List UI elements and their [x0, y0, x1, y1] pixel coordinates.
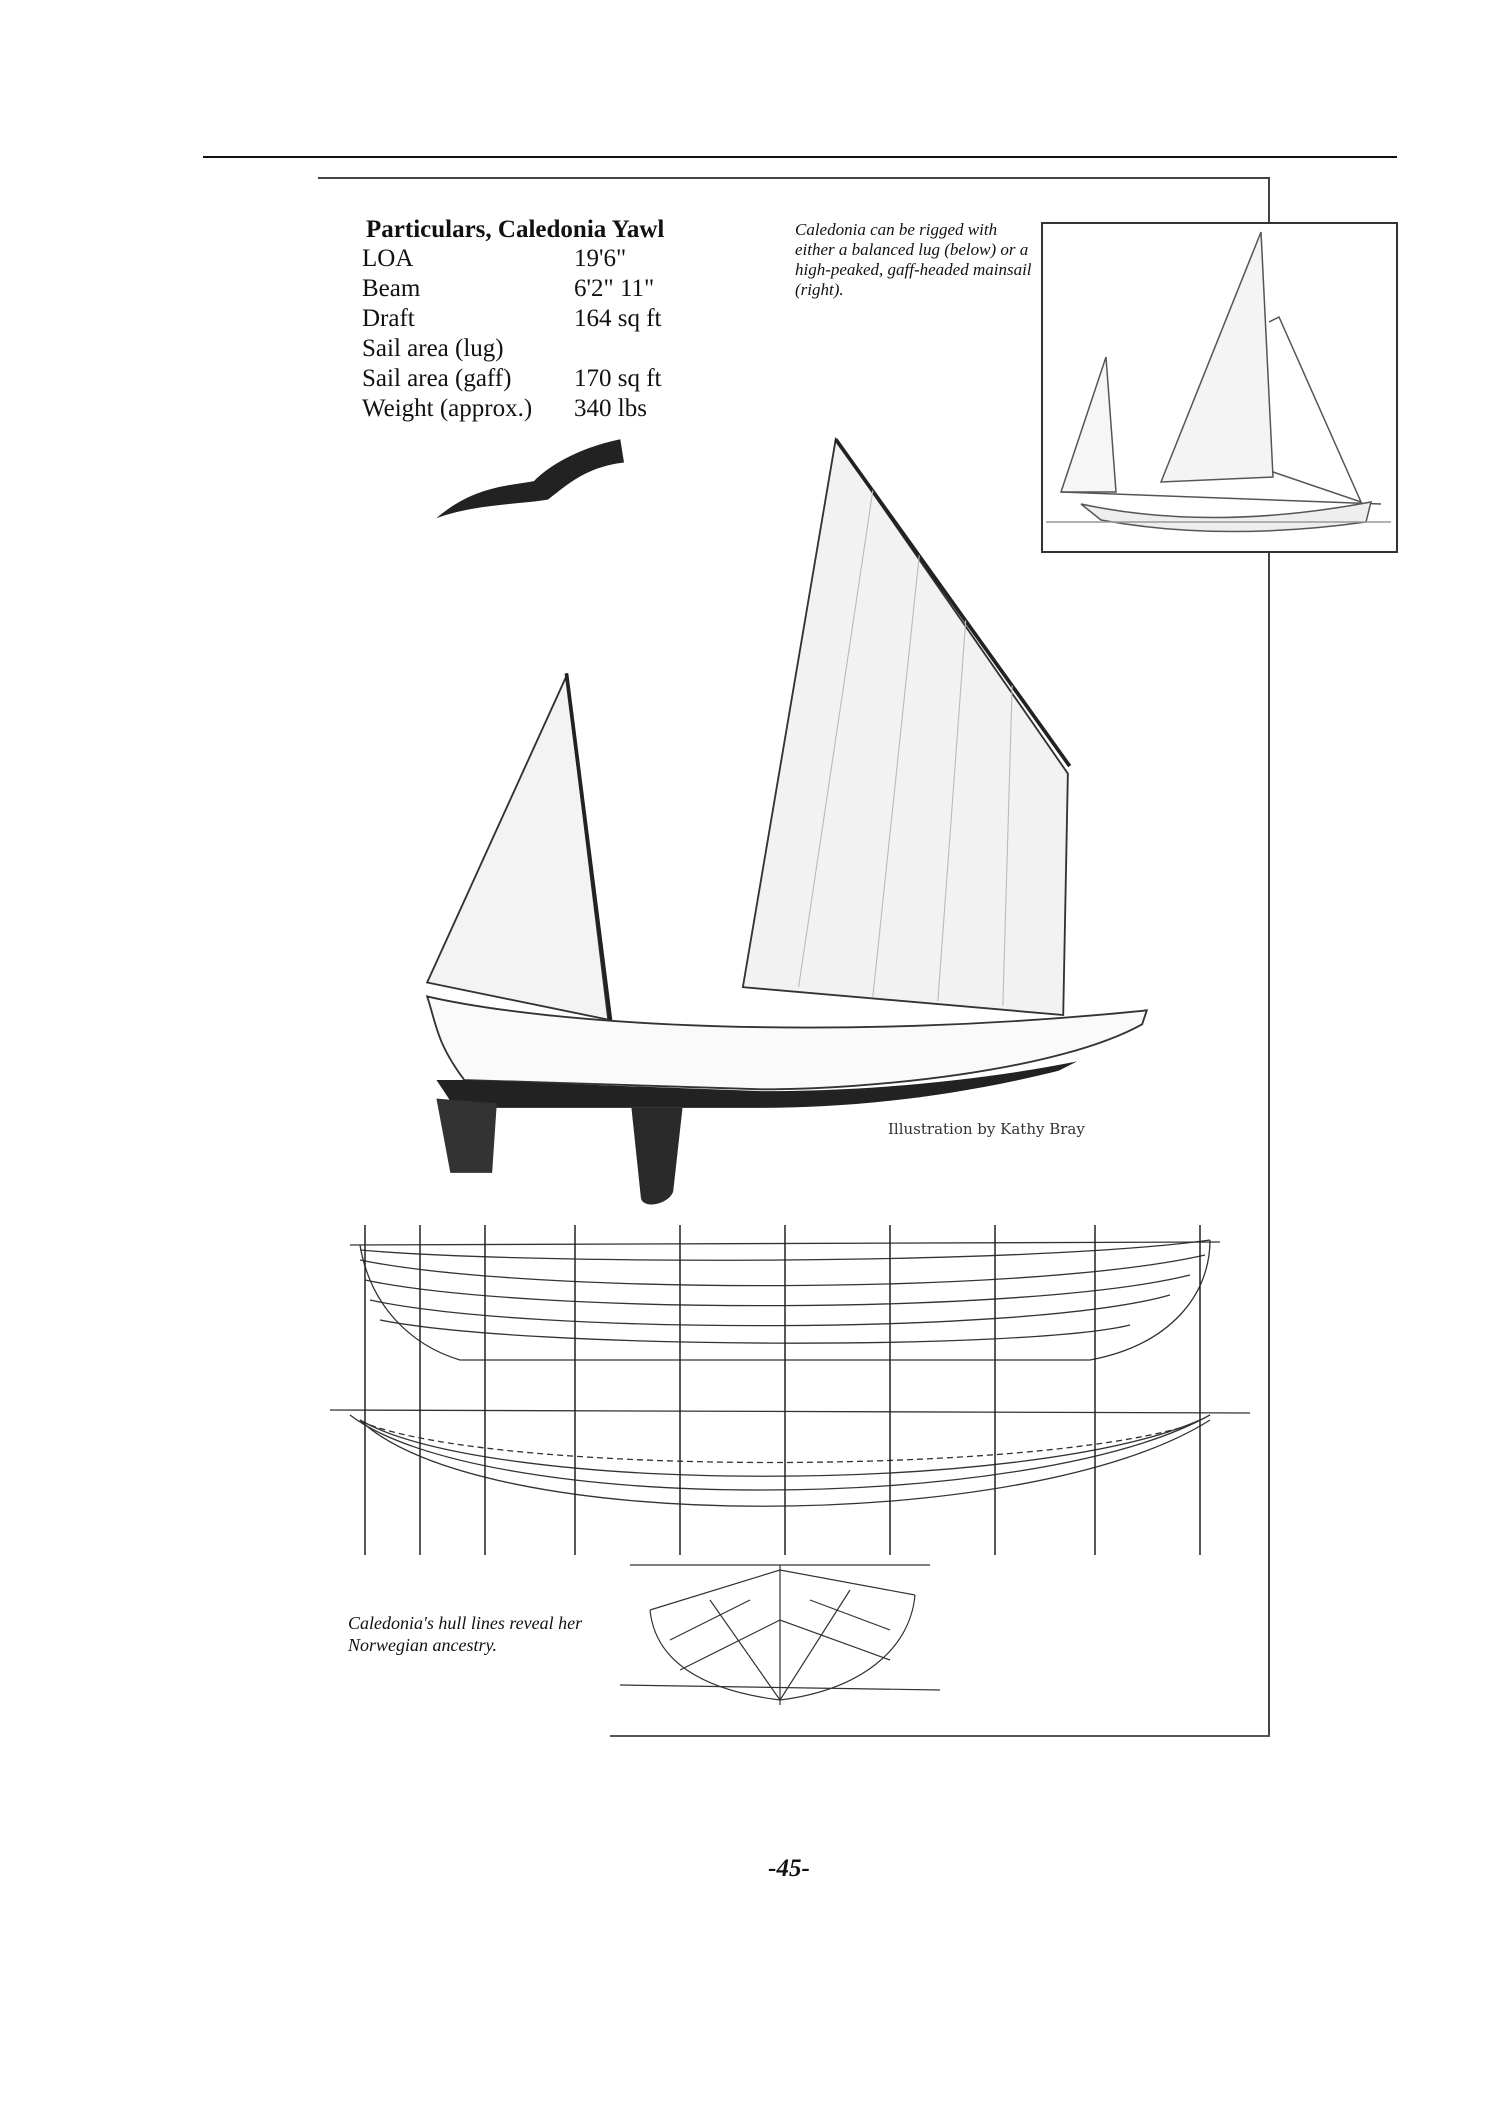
hull — [425, 995, 1149, 1091]
illustration-credit: Illustration by Kathy Bray — [888, 1120, 1085, 1138]
frame-top-rule — [318, 177, 1270, 179]
header-rule — [203, 156, 1397, 158]
spec-row: Sail area (gaff)170 sq ft — [362, 365, 662, 392]
rig-caption: Caledonia can be rigged with either a ba… — [795, 220, 1032, 299]
centerboard — [631, 1107, 683, 1205]
particulars-title: Particulars, Caledonia Yawl — [366, 216, 665, 243]
frame-bottom-rule — [610, 1735, 1270, 1737]
mainsail — [741, 436, 1069, 1017]
frame-right-rule — [1268, 177, 1270, 1737]
mizzen-sail — [425, 672, 610, 1021]
lug-yawl-illustration — [425, 436, 1149, 1205]
hull-lines-caption: Caledonia's hull lines reveal her Norweg… — [348, 1613, 583, 1655]
hull-lines-plan — [330, 1225, 1251, 1555]
spec-row: Sail area (lug) — [362, 335, 504, 362]
gaff-rig-inset-illustration — [1041, 222, 1398, 553]
pennant — [436, 439, 624, 519]
rudder — [436, 1098, 497, 1173]
body-plan — [619, 1564, 941, 1705]
page-number: -45- — [768, 1855, 810, 1882]
spec-row: Weight (approx.)340 lbs — [362, 395, 647, 422]
